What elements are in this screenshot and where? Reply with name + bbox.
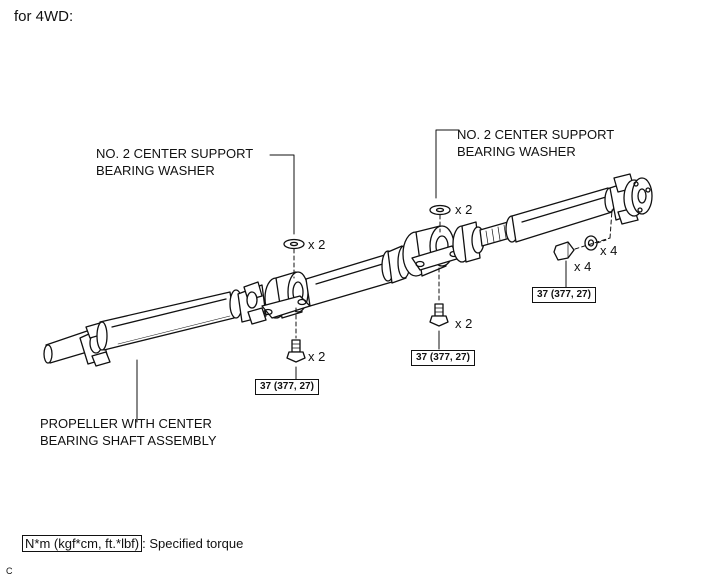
legend-description: : Specified torque xyxy=(142,536,244,551)
middle-tube xyxy=(305,245,411,307)
callout-washer-left: NO. 2 CENTER SUPPORT BEARING WASHER xyxy=(96,146,254,178)
callout-washer-right: NO. 2 CENTER SUPPORT BEARING WASHER xyxy=(457,127,615,159)
front-tube xyxy=(96,291,235,351)
bolt-center xyxy=(429,303,449,327)
right-center-bearing xyxy=(402,221,485,277)
torque-legend: N*m (kgf*cm, ft.*lbf): Specified torque xyxy=(22,535,244,552)
corner-mark: C xyxy=(6,566,13,576)
left-center-bearing xyxy=(261,271,311,319)
torque-box-bolt-center: 37 (377, 27) xyxy=(411,350,475,366)
diagram-title: for 4WD: xyxy=(14,8,74,25)
leader-lines xyxy=(136,129,567,423)
torque-box-bolt-left: 37 (377, 27) xyxy=(255,379,319,395)
callout-shaft-assembly: PROPELLER WITH CENTER BEARING SHAFT ASSE… xyxy=(40,416,217,448)
washer-left xyxy=(283,238,305,250)
torque-box-nut-right: 37 (377, 27) xyxy=(532,287,596,303)
qty-bolt-left: x 2 xyxy=(308,349,326,364)
qty-nut-right: x 4 xyxy=(574,259,592,274)
rear-yoke xyxy=(609,173,653,225)
qty-lock-washer-right: x 4 xyxy=(600,243,618,258)
qty-washer-left: x 2 xyxy=(308,237,326,252)
legend-torque-symbol: N*m (kgf*cm, ft.*lbf) xyxy=(22,535,143,552)
front-universal-joint xyxy=(229,281,267,325)
nut-right xyxy=(553,241,575,261)
washer-right xyxy=(429,204,451,216)
qty-washer-right: x 2 xyxy=(455,202,473,217)
qty-bolt-center: x 2 xyxy=(455,316,473,331)
assembly-guide-lines xyxy=(293,209,613,339)
bolt-left xyxy=(286,339,306,363)
